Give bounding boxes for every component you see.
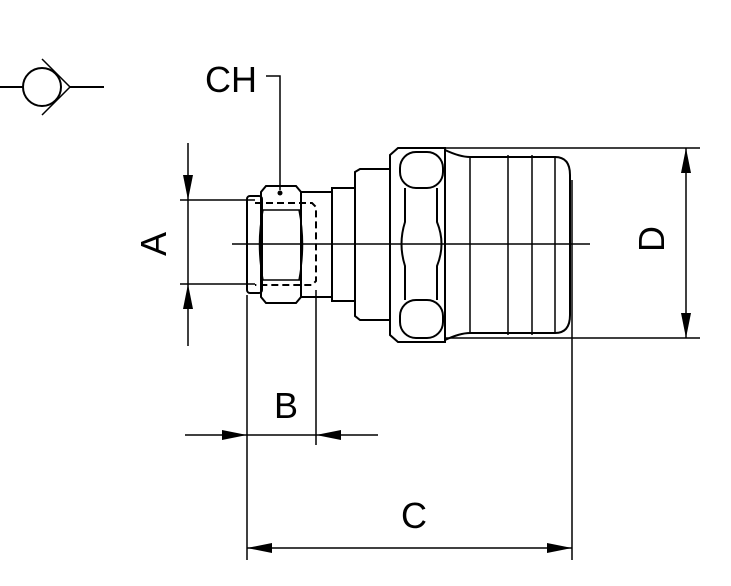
dimension-a <box>180 143 255 346</box>
dimension-b <box>185 290 378 560</box>
label-a: A <box>133 232 174 256</box>
coupling-body <box>246 147 571 343</box>
dimension-d <box>445 147 700 339</box>
dimension-c <box>247 180 573 560</box>
label-d: D <box>631 226 672 252</box>
ch-leader <box>266 75 281 190</box>
check-valve-symbol-icon <box>0 58 104 116</box>
label-ch: CH <box>205 59 257 100</box>
label-b: B <box>274 385 298 426</box>
label-c: C <box>401 495 427 536</box>
